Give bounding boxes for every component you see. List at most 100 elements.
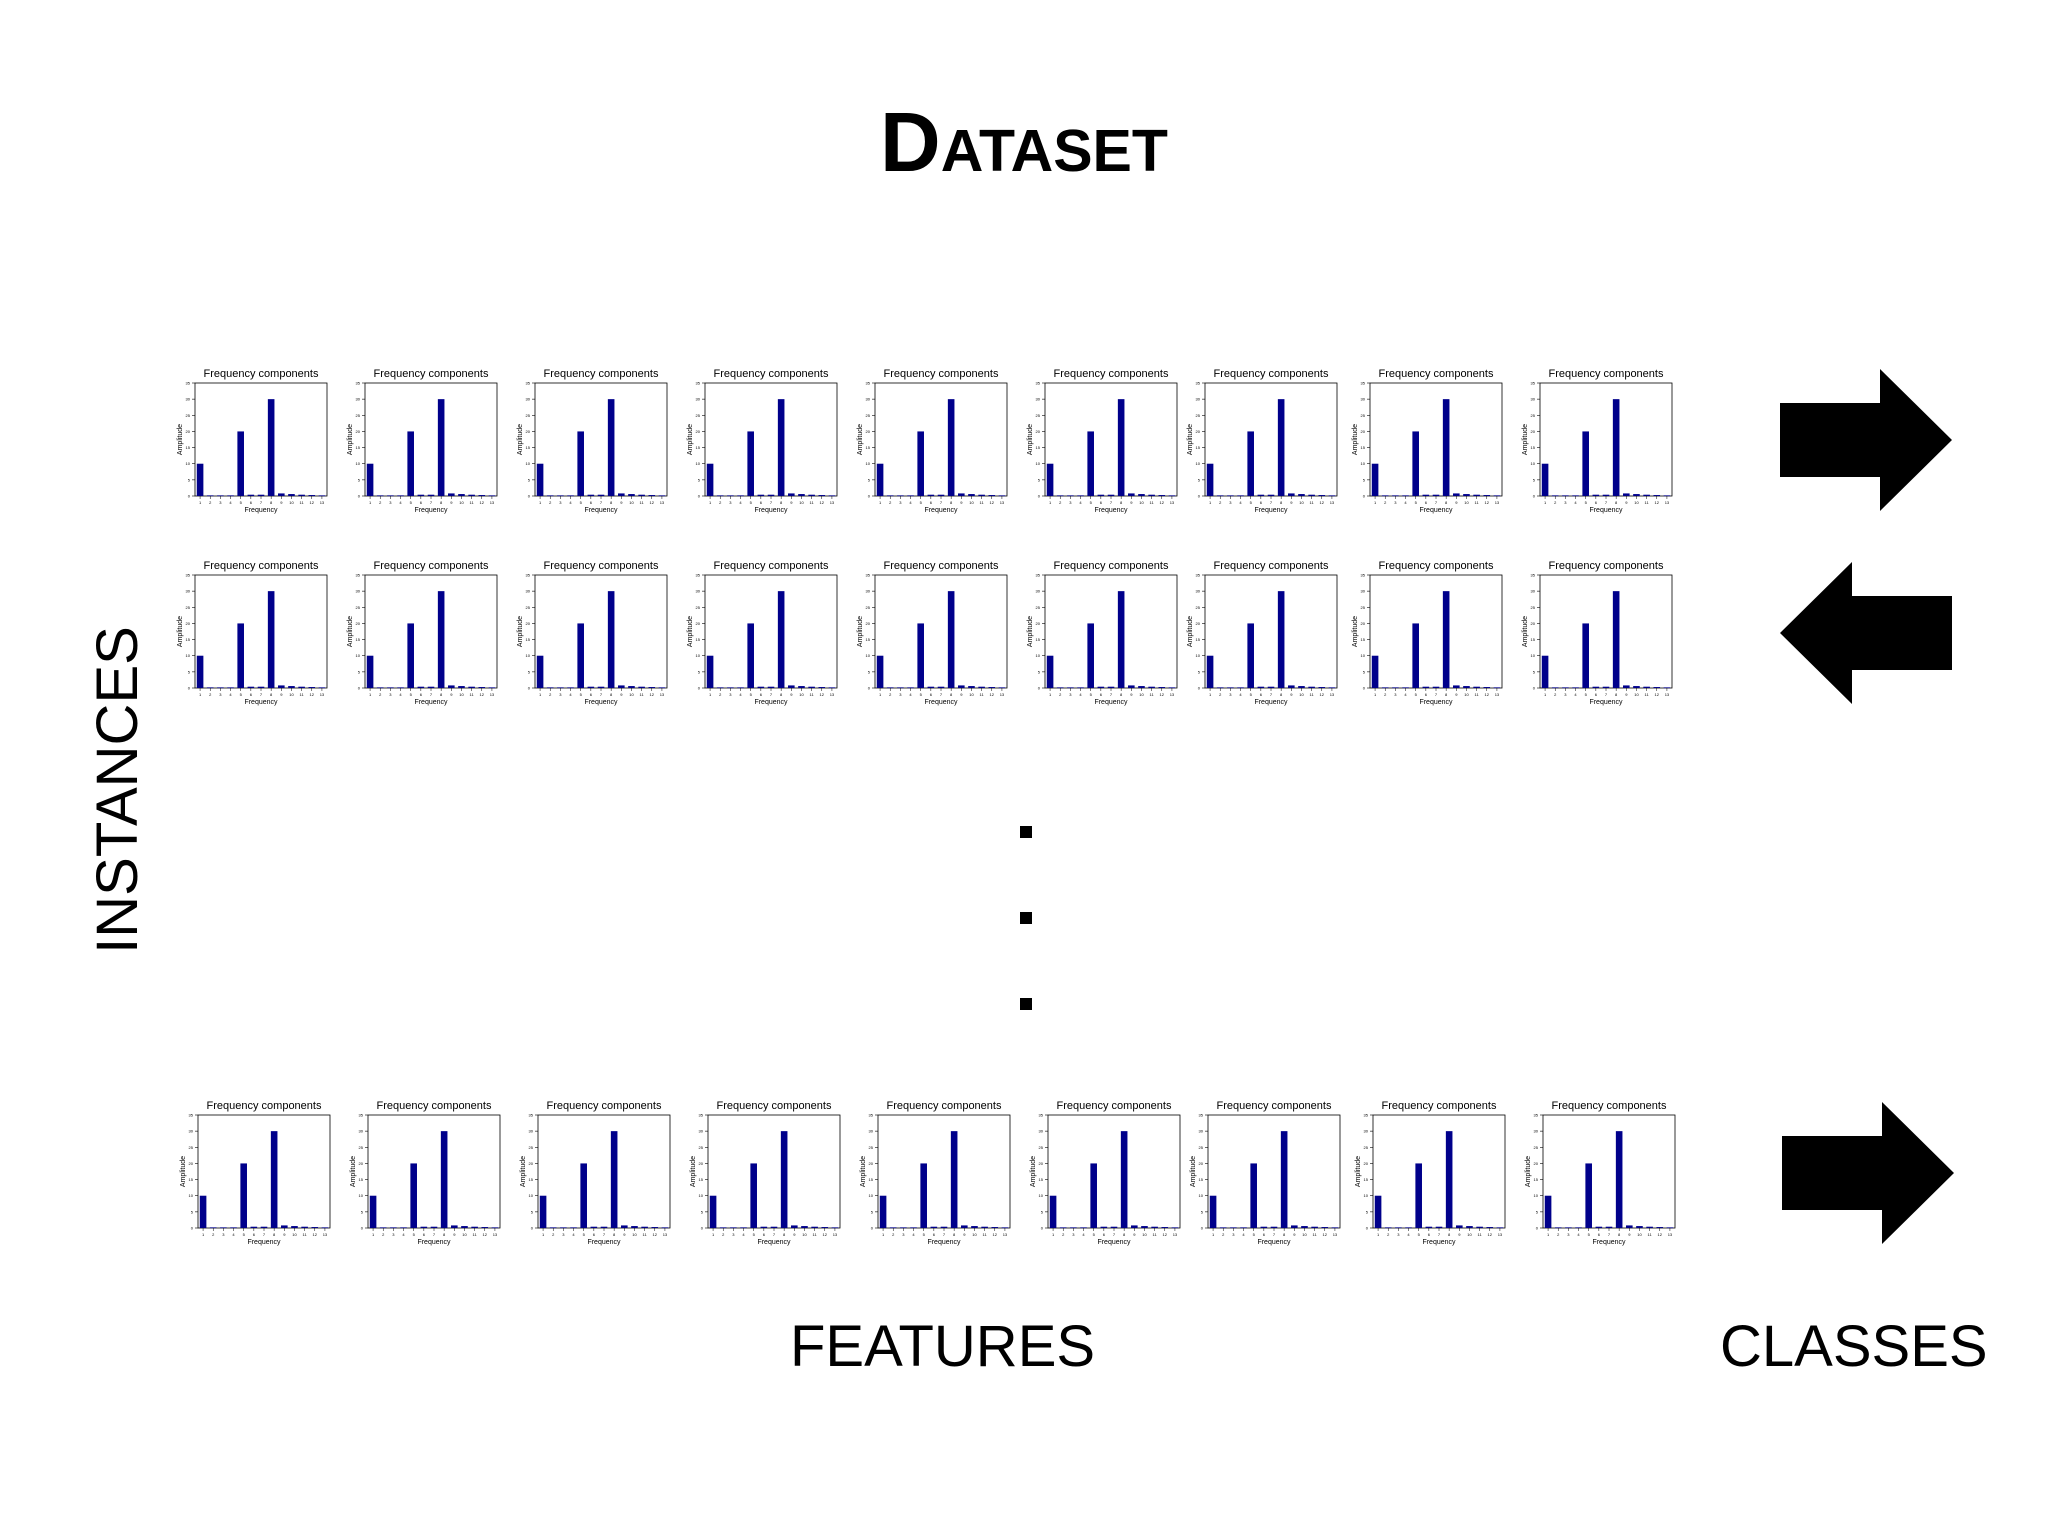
chart-bar: [199, 1195, 207, 1228]
x-tick-label: 13: [660, 692, 665, 697]
y-axis-label: Amplitude: [1030, 1156, 1037, 1187]
x-tick-label: 13: [1000, 692, 1005, 697]
x-tick-label: 7: [940, 692, 943, 697]
x-tick-label: 4: [1574, 692, 1577, 697]
chart-bar: [587, 686, 595, 688]
chart-bar: [900, 1227, 907, 1229]
x-tick-label: 9: [1455, 692, 1458, 697]
y-tick-label: 35: [1196, 381, 1201, 386]
chart-title: Frequency components: [884, 560, 999, 572]
chart-bar: [217, 495, 224, 497]
chart-bar: [1643, 686, 1650, 688]
y-tick-label: 35: [526, 573, 531, 578]
y-tick-label: 5: [868, 669, 871, 674]
x-tick-label: 8: [1615, 500, 1618, 505]
y-axis-label: Amplitude: [1355, 1156, 1362, 1187]
x-tick-label: 12: [820, 500, 825, 505]
chart-bar: [1615, 1131, 1623, 1228]
y-axis-label: Amplitude: [517, 424, 524, 455]
y-tick-label: 15: [696, 637, 701, 642]
y-tick-label: 5: [188, 477, 191, 482]
x-tick-label: 8: [1280, 500, 1283, 505]
chart-title: Frequency components: [1549, 368, 1664, 380]
y-tick-label: 20: [699, 1161, 704, 1166]
chart-bar: [220, 1227, 227, 1229]
y-tick-label: 5: [191, 1209, 194, 1214]
y-tick-label: 20: [696, 429, 701, 434]
y-tick-label: 5: [1038, 477, 1041, 482]
chart-bar: [1318, 687, 1326, 688]
x-tick-label: 10: [969, 500, 974, 505]
chart-bar: [988, 495, 996, 496]
chart-title: Frequency components: [204, 560, 319, 572]
x-tick-label: 9: [1290, 692, 1293, 697]
chart-bar: [1117, 399, 1125, 496]
y-tick-label: 0: [1198, 686, 1201, 691]
chart-frame: [707, 1114, 841, 1229]
x-tick-label: 12: [310, 692, 315, 697]
x-tick-label: 10: [632, 1232, 637, 1237]
x-tick-label: 5: [243, 1232, 246, 1237]
x-axis-label: Frequency: [927, 1239, 961, 1246]
x-tick-label: 4: [1079, 500, 1082, 505]
y-tick-label: 15: [529, 1177, 534, 1182]
y-tick-label: 30: [866, 397, 871, 402]
x-tick-label: 3: [559, 500, 562, 505]
chart-bar: [270, 1131, 278, 1228]
x-tick-label: 2: [1059, 500, 1062, 505]
chart-bar: [886, 687, 894, 689]
x-tick-label: 2: [892, 1232, 895, 1237]
chart-bar: [950, 1131, 958, 1228]
chart-title: Frequency components: [544, 368, 659, 380]
y-tick-label: 35: [1039, 1113, 1044, 1118]
y-tick-label: 25: [1531, 413, 1536, 418]
chart-bar: [437, 591, 445, 688]
x-tick-label: 2: [1557, 1232, 1560, 1237]
y-tick-label: 0: [188, 686, 191, 691]
x-tick-label: 3: [729, 500, 732, 505]
x-tick-label: 9: [1625, 692, 1628, 697]
y-tick-label: 20: [526, 429, 531, 434]
y-tick-label: 35: [1534, 1113, 1539, 1118]
x-tick-label: 8: [953, 1232, 956, 1237]
x-tick-label: 4: [909, 500, 912, 505]
chart-bar: [1257, 686, 1265, 688]
chart-title: Frequency components: [1549, 560, 1664, 572]
x-tick-label: 1: [1052, 1232, 1055, 1237]
chart-bar: [267, 399, 275, 496]
x-tick-label: 3: [389, 692, 392, 697]
chart-bar: [1453, 685, 1460, 688]
chart-bar: [1473, 686, 1480, 688]
x-tick-label: 4: [1239, 692, 1242, 697]
y-tick-label: 20: [1534, 1161, 1539, 1166]
x-tick-label: 3: [899, 692, 902, 697]
x-tick-label: 11: [643, 1232, 648, 1237]
y-axis-label: Amplitude: [517, 616, 524, 647]
chart-bar: [968, 494, 975, 496]
chart-bar: [727, 495, 734, 497]
x-tick-label: 8: [1618, 1232, 1621, 1237]
x-tick-label: 13: [1330, 500, 1335, 505]
x-tick-label: 12: [480, 692, 485, 697]
x-axis-label: Frequency: [754, 699, 788, 706]
chart-bar: [1277, 399, 1285, 496]
x-tick-label: 7: [1435, 692, 1438, 697]
page-title: Dataset: [880, 95, 1168, 189]
y-axis-label: Amplitude: [1187, 616, 1194, 647]
y-axis-label: Amplitude: [1027, 424, 1034, 455]
chart-bar: [709, 1195, 717, 1228]
chart-bar: [1585, 1163, 1592, 1228]
chart-bar: [897, 687, 904, 689]
x-tick-label: 12: [1488, 1232, 1493, 1237]
y-tick-label: 10: [696, 461, 701, 466]
chart-bar: [1636, 1226, 1643, 1228]
ellipsis-dot: [1020, 826, 1032, 838]
y-tick-label: 20: [189, 1161, 194, 1166]
chart-bar: [488, 495, 496, 497]
chart-bar: [1128, 493, 1135, 496]
x-tick-label: 13: [830, 692, 835, 697]
